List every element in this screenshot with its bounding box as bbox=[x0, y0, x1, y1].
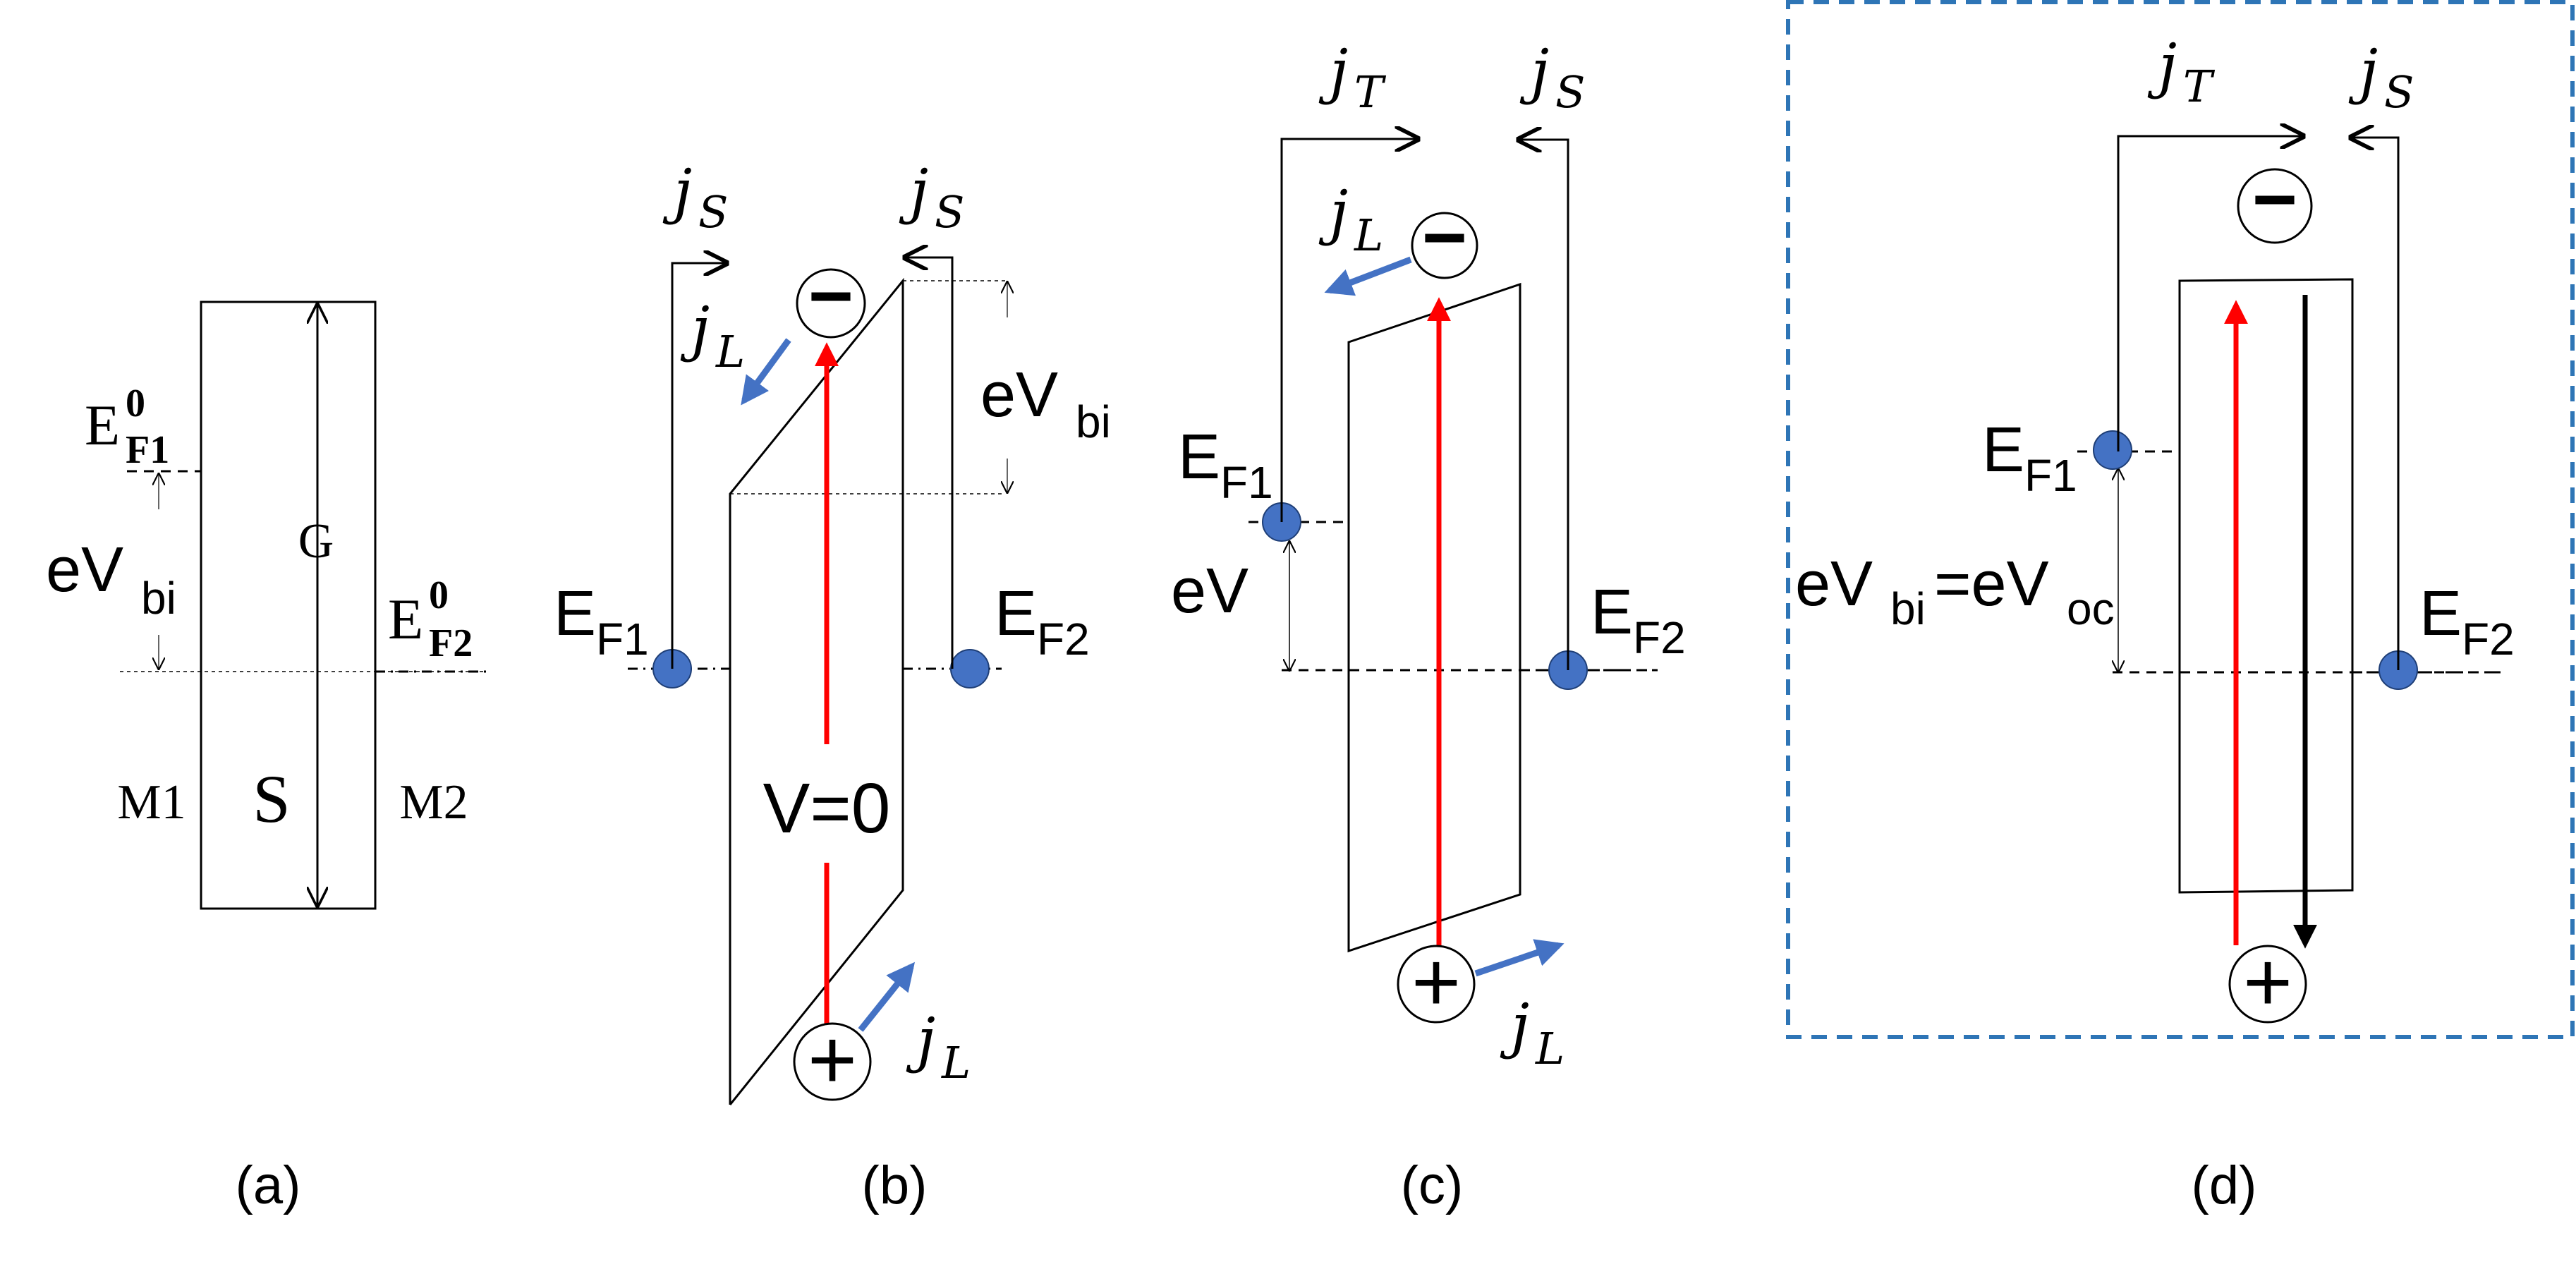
highlight-frame bbox=[1786, 0, 2575, 1039]
jl-top-label: j L bbox=[1318, 178, 1383, 261]
hole-circle bbox=[1397, 945, 1476, 1024]
panel-a: G S M1 M2 E 0 F1 E 0 F2 eV bi (a) bbox=[46, 301, 487, 1215]
hole-circle bbox=[793, 1022, 872, 1101]
band-edges bbox=[1347, 282, 1521, 953]
js-label: j S bbox=[1519, 37, 1585, 118]
caption-d: (d) bbox=[2192, 1155, 2257, 1215]
jl-top-label: j L bbox=[680, 294, 745, 377]
ef1-label: E F1 bbox=[1178, 422, 1273, 508]
js-left-wire bbox=[671, 263, 727, 669]
evbi-evoc-label: eV bi =eV oc bbox=[1795, 549, 2115, 638]
electron-symbol: − bbox=[2252, 156, 2297, 243]
hole-circle bbox=[2228, 945, 2307, 1024]
ef2-label: E F2 bbox=[995, 578, 1090, 665]
jl-bottom-label: j L bbox=[906, 1005, 971, 1088]
semiconductor-label: S bbox=[253, 761, 290, 837]
js-right-wire bbox=[905, 257, 954, 669]
ef2-dot bbox=[950, 649, 990, 688]
ef2-label: E F2 bbox=[1591, 577, 1686, 663]
ev-label: eV bbox=[1171, 556, 1248, 626]
bias-label: V=0 bbox=[763, 769, 891, 848]
js-right-label: j S bbox=[899, 157, 964, 238]
js-left-label: j S bbox=[662, 157, 728, 238]
semiconductor-slab bbox=[200, 301, 377, 910]
evbi-label: eV bi bbox=[46, 535, 176, 624]
jl-bottom-arrow bbox=[858, 961, 915, 1032]
electron-circle bbox=[1411, 212, 1478, 279]
electron-symbol: − bbox=[808, 253, 853, 339]
electron-circle bbox=[796, 268, 866, 339]
caption-c: (c) bbox=[1401, 1155, 1464, 1215]
evbi-label: eV bi bbox=[980, 360, 1111, 447]
caption-a: (a) bbox=[236, 1155, 301, 1215]
ef2-label: E F2 bbox=[2419, 578, 2515, 665]
jt-label: j T bbox=[1318, 37, 1387, 118]
panel-b: − + V=0 j S j S j L j L eV bi E F1 bbox=[554, 157, 1111, 1215]
caption-b: (b) bbox=[862, 1155, 928, 1215]
js-wire bbox=[1519, 140, 1569, 670]
ef1-label: E F1 bbox=[554, 578, 649, 665]
electron-symbol: − bbox=[1422, 194, 1467, 281]
ef2-zero-label: E 0 F2 bbox=[388, 557, 473, 665]
hole-symbol: + bbox=[808, 1012, 857, 1107]
band-edges bbox=[2178, 278, 2354, 894]
js-label: j S bbox=[2348, 37, 2414, 118]
panel-c: − + j T j S j L j L E F1 eV E F2 (c) bbox=[1171, 37, 1686, 1215]
jt-wire bbox=[2117, 136, 2303, 451]
jl-bottom-label: j L bbox=[1500, 991, 1565, 1074]
ef1-label: E F1 bbox=[1982, 415, 2077, 501]
band-edges bbox=[729, 277, 904, 1105]
gap-label: G bbox=[298, 514, 334, 569]
js-wire bbox=[2351, 138, 2400, 670]
jt-label: j T bbox=[2147, 31, 2216, 112]
ef1-zero-label: E 0 F1 bbox=[85, 365, 169, 472]
panel-d: − + j T j S E F1 eV bi =eV oc E F2 (d) bbox=[1786, 0, 2575, 1215]
hole-symbol: + bbox=[2243, 935, 2292, 1029]
jt-wire bbox=[1280, 139, 1418, 522]
hole-symbol: + bbox=[1411, 935, 1461, 1029]
metal2-label: M2 bbox=[399, 775, 468, 830]
ef1-dot bbox=[2093, 430, 2132, 470]
jl-top-arrow bbox=[741, 338, 791, 406]
jl-bottom-arrow bbox=[1474, 939, 1565, 977]
electron-circle bbox=[2237, 168, 2313, 244]
jl-top-arrow bbox=[1324, 256, 1412, 296]
metal1-label: M1 bbox=[117, 775, 186, 830]
